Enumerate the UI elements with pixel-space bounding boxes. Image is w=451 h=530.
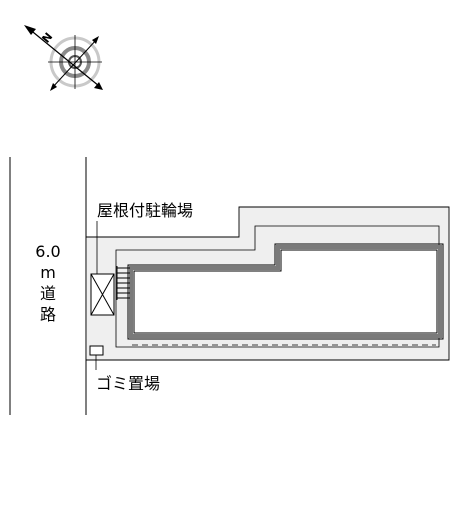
building-outer-line — [127, 243, 444, 340]
compass-rose: N — [24, 25, 103, 91]
building-outline — [129, 245, 442, 338]
compass-east-arrow-icon — [92, 36, 99, 44]
garbage-area-box — [89, 345, 104, 356]
bicycle-parking-label: 屋根付駐輪場 — [97, 201, 193, 220]
road-width-unit: m — [40, 263, 56, 282]
compass-north-letter: N — [39, 30, 55, 45]
road-label-char-1: 道 — [40, 284, 56, 303]
compass-south-arrow-icon — [94, 82, 103, 90]
compass-axis-ew — [51, 38, 98, 89]
bicycle-parking-structure — [90, 273, 115, 316]
compass-west-arrow-icon — [50, 83, 57, 91]
compass-axis-ns — [27, 27, 100, 87]
staircase — [116, 266, 130, 300]
building-inner-line — [133, 249, 438, 334]
road-label-char-2: 路 — [40, 305, 56, 324]
compass-north-arrow-icon — [24, 25, 36, 35]
road-width-value: 6.0 — [35, 242, 60, 261]
lot-inner-boundary — [115, 225, 440, 348]
garbage-area-label: ゴミ置場 — [96, 374, 160, 393]
